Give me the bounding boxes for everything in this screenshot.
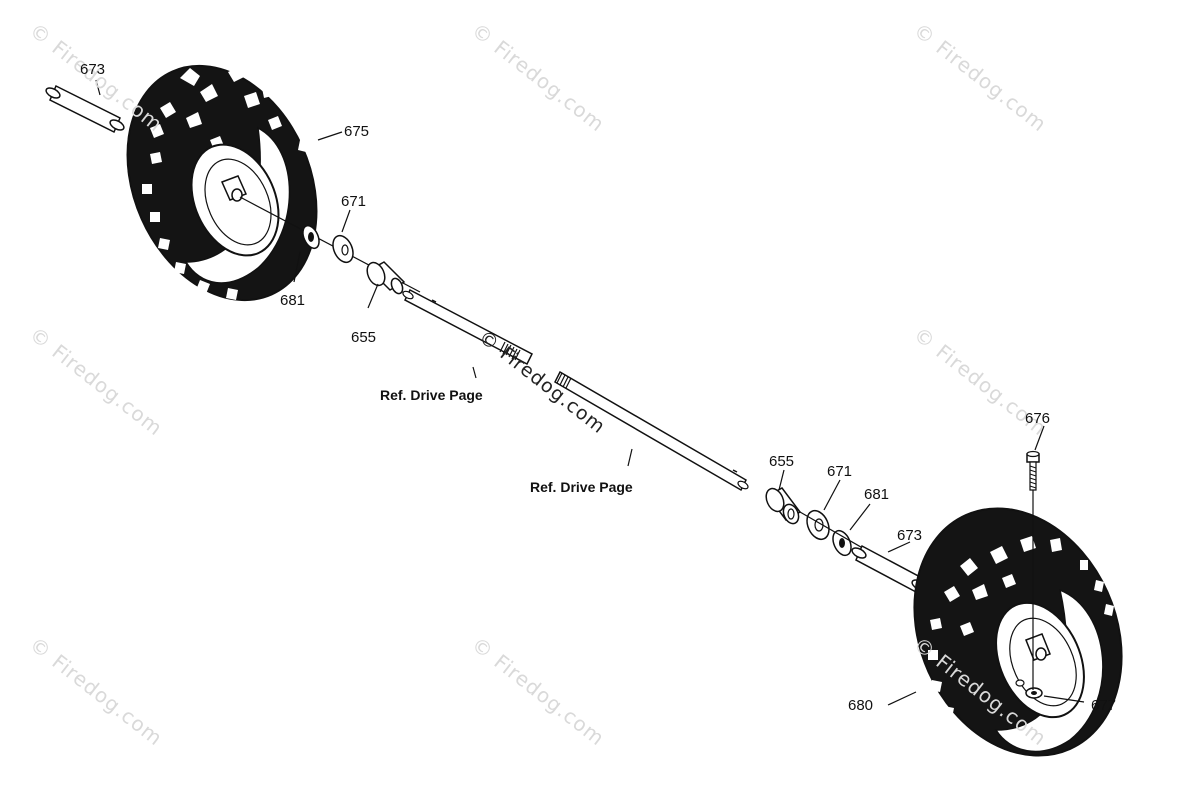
lock-washer-681-right [832, 529, 852, 557]
bolt-676 [1026, 450, 1040, 690]
flat-washer-671-left [332, 234, 354, 264]
leader-lines [95, 79, 1085, 706]
ref-leader-right [627, 448, 633, 467]
label-671-right: 671 [827, 463, 853, 480]
label-681-left: 681 [280, 292, 306, 309]
label-673-right: 673 [897, 527, 923, 544]
right-wheel-tire [913, 507, 1123, 757]
label-673-left: 673 [80, 61, 106, 78]
left-wheel-tire [126, 64, 318, 302]
bushing-655-left [366, 261, 406, 295]
right-axle-shaft [554, 370, 749, 492]
ref-leader-left [472, 366, 477, 379]
label-681-right: 681 [864, 486, 890, 503]
ref-drive-page-right: Ref. Drive Page [530, 479, 633, 495]
bushing-655-right [765, 487, 802, 525]
label-655-right: 655 [769, 453, 795, 470]
lock-washer-681-left [302, 224, 320, 250]
left-axle-shaft [402, 288, 533, 366]
label-677: 677 [1091, 697, 1117, 714]
spacer-673-left [45, 84, 125, 134]
ref-drive-page-left: Ref. Drive Page [380, 387, 483, 403]
label-680: 680 [848, 697, 874, 714]
label-655-left: 655 [351, 329, 377, 346]
flat-washer-671-right [806, 509, 830, 541]
label-676: 676 [1025, 410, 1051, 427]
label-675: 675 [344, 123, 370, 140]
label-671-left: 671 [341, 193, 367, 210]
